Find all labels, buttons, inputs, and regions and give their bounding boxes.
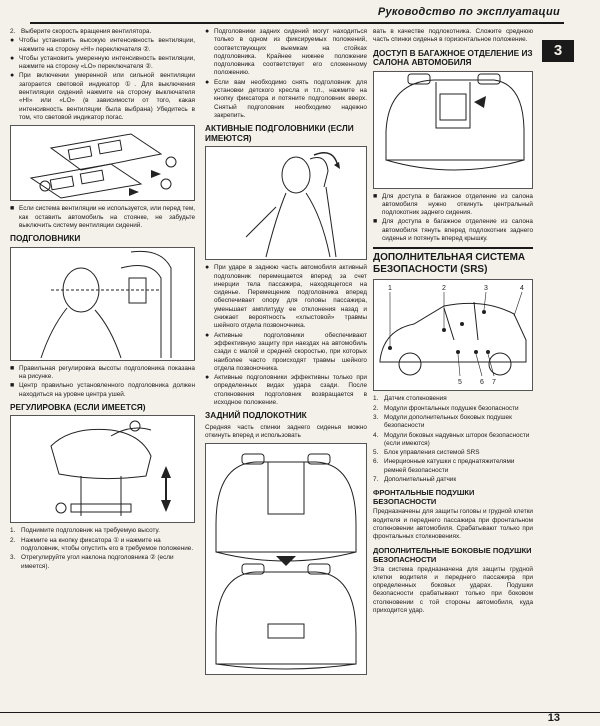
callout-7: 7 — [492, 379, 496, 386]
headrest-position-illustration — [10, 246, 195, 361]
list-item: ●Подголовники задних сидений могут наход… — [205, 28, 367, 77]
rear-seat-illustration — [205, 443, 367, 676]
legend-item: 2.Модули фронтальных подушек безопасност… — [373, 404, 519, 412]
list-item: ●Чтобы установить высокую интенсивность … — [10, 37, 195, 53]
callout-1: 1 — [388, 285, 392, 292]
legend-item: 3.Модули дополнительных боковых подушек … — [373, 413, 512, 430]
list-item: 1.Поднимите подголовник на требуемую выс… — [10, 527, 160, 535]
list-item: ●Активные подголовники обеспечивают эффе… — [205, 331, 367, 372]
legend-item: 7.Дополнительный датчик — [373, 476, 457, 484]
footer-rule — [0, 712, 600, 713]
trunk-access-illustration — [373, 70, 533, 189]
callout-4: 4 — [520, 285, 524, 292]
list-item: ●При ударе в заднюю часть автомобиля акт… — [205, 264, 367, 330]
list-item: 3.Отрегулируйте угол наклона подголовник… — [10, 554, 174, 570]
section-active-headrests: АКТИВНЫЕ ПОДГОЛОВНИКИ (ЕСЛИ ИМЕЮТСЯ) — [205, 123, 354, 143]
section-rear-armrest: ЗАДНИЙ ПОДЛОКОТНИК — [205, 410, 307, 421]
side-airbags-text: Эта система предназначена для защиты гру… — [373, 565, 533, 615]
legend-item: 4.Модули боковых надувных шторок безопас… — [373, 431, 530, 447]
section-front-airbags: ФРОНТАЛЬНЫЕ ПОДУШКИ БЕЗОПАСНОСТИ — [373, 488, 475, 507]
list-item: ■Правильная регулировка высоты подголовн… — [10, 364, 195, 380]
list-item: 2.Выберите скорость вращения вентилятора… — [10, 28, 152, 35]
header-rule — [30, 22, 564, 24]
ventilation-switch-illustration — [10, 125, 195, 202]
callout-3: 3 — [484, 285, 488, 292]
running-header: Руководство по эксплуатации — [377, 6, 560, 18]
srs-components-illustration: 1 2 3 4 5 6 7 — [373, 279, 533, 392]
page-number: 13 — [547, 712, 560, 724]
rear-armrest-text: Средняя часть спинки заднего сиденья мож… — [205, 423, 367, 440]
list-item: ●При включении умеренной или сильной вен… — [10, 72, 195, 121]
section-adjust: РЕГУЛИРОВКА (ЕСЛИ ИМЕЕТСЯ) — [10, 401, 146, 412]
armrest-continued: вать в качестве подлокотника. Сложите ср… — [373, 28, 533, 44]
callout-6: 6 — [480, 379, 484, 386]
section-headrests: ПОДГОЛОВНИКИ — [10, 233, 81, 244]
column-left: 2.Выберите скорость вращения вентилятора… — [10, 28, 195, 572]
callout-5: 5 — [458, 379, 462, 386]
section-srs: ДОПОЛНИТЕЛЬНАЯ СИСТЕМА БЕЗОПАСНОСТИ (SRS… — [373, 247, 533, 276]
column-right: вать в качестве подлокотника. Сложите ср… — [373, 28, 533, 615]
chapter-tab: 3 — [542, 40, 574, 62]
section-trunk-access: ДОСТУП В БАГАЖНОЕ ОТДЕЛЕНИЕ ИЗ САЛОНА АВ… — [373, 47, 533, 68]
list-item: 2.Нажмите на кнопку фиксатора ① и нажмит… — [10, 536, 194, 552]
list-item: ■Центр правильно установленного подголов… — [10, 382, 195, 398]
column-middle: ●Подголовники задних сидений могут наход… — [205, 28, 367, 679]
list-item: ■Для доступа в багажное отделение из сал… — [373, 218, 533, 243]
list-item: ●Чтобы установить умеренную интенсивност… — [10, 54, 195, 71]
callout-2: 2 — [442, 285, 446, 292]
list-item: ●Активные подголовники эффективны только… — [205, 374, 367, 407]
front-airbags-text: Предназначены для защиты головы и грудно… — [373, 508, 533, 541]
section-side-airbags: ДОПОЛНИТЕЛЬНЫЕ БОКОВЫЕ ПОДУШКИ БЕЗОПАСНО… — [373, 545, 532, 564]
list-item: ■Для доступа в багажное отделение из сал… — [373, 192, 533, 217]
headrest-adjust-illustration — [10, 415, 195, 524]
warning-note: ■Если система вентиляции не используется… — [10, 205, 195, 229]
legend-item: 6.Инерционные катушки с преднатяжителями… — [373, 458, 515, 474]
legend-item: 1.Датчик столкновения — [373, 395, 447, 403]
legend-item: 5.Блок управления системой SRS — [373, 449, 480, 457]
active-headrest-illustration — [205, 146, 367, 261]
list-item: ●Если вам необходимо снять подголовник д… — [205, 78, 367, 119]
